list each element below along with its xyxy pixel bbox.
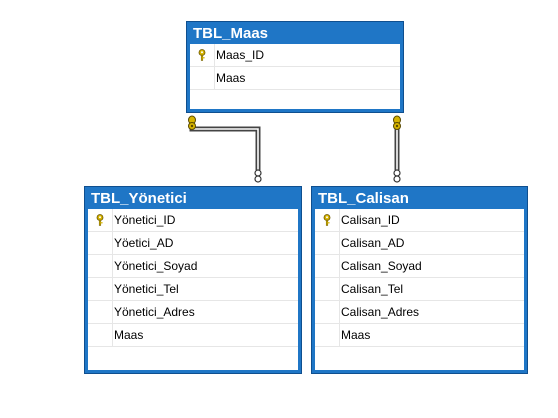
row-gutter xyxy=(88,278,113,300)
column-row[interactable]: Yönetici_Tel xyxy=(88,278,298,301)
table-title[interactable]: TBL_Calisan xyxy=(318,190,409,207)
column-row[interactable]: Calisan_AD xyxy=(315,232,524,255)
row-gutter xyxy=(88,232,113,254)
column-name: Calisan_Soyad xyxy=(341,259,422,273)
row-gutter xyxy=(315,301,340,323)
column-name: Calisan_Adres xyxy=(341,305,420,319)
column-name: Maas xyxy=(216,71,246,85)
row-gutter xyxy=(315,324,340,346)
table-columns: Calisan_ID Calisan_AD Calisan_Soyad Cali… xyxy=(315,209,524,370)
column-name: Yönetici_Adres xyxy=(114,305,195,319)
key-icon xyxy=(198,49,206,61)
column-name: Maas xyxy=(341,328,371,342)
table-columns: Yönetici_ID Yöetici_AD Yönetici_Soyad Yö… xyxy=(88,209,298,370)
column-row[interactable]: Maas xyxy=(315,324,524,347)
column-row[interactable]: Yönetici_Adres xyxy=(88,301,298,324)
column-name: Yöetici_AD xyxy=(114,236,174,250)
infinity-endpoint-icon xyxy=(393,169,401,183)
row-gutter xyxy=(88,301,113,323)
column-row[interactable]: Maas_ID xyxy=(190,44,400,67)
infinity-endpoint-icon xyxy=(254,169,262,183)
column-name: Calisan_ID xyxy=(341,213,400,227)
row-gutter xyxy=(88,324,113,346)
row-gutter xyxy=(315,232,340,254)
row-gutter xyxy=(88,255,113,277)
key-icon xyxy=(323,214,331,226)
table-tbl-yonetici[interactable]: TBL_Yönetici Yönetici_ID Yöetici_AD Yöne… xyxy=(84,186,302,374)
table-title[interactable]: TBL_Maas xyxy=(193,25,269,42)
row-gutter xyxy=(190,67,215,89)
column-name: Calisan_Tel xyxy=(341,282,404,296)
column-name: Maas xyxy=(114,328,144,342)
column-row[interactable]: Yönetici_ID xyxy=(88,209,298,232)
row-gutter xyxy=(315,209,340,231)
column-name: Yönetici_ID xyxy=(114,213,176,227)
column-name: Yönetici_Tel xyxy=(114,282,179,296)
column-row[interactable]: Calisan_Adres xyxy=(315,301,524,324)
column-row[interactable]: Calisan_Tel xyxy=(315,278,524,301)
column-row[interactable]: Calisan_Soyad xyxy=(315,255,524,278)
column-name: Maas_ID xyxy=(216,48,265,62)
column-row[interactable]: Maas xyxy=(190,67,400,90)
column-row[interactable]: Yönetici_Soyad xyxy=(88,255,298,278)
key-icon xyxy=(96,214,104,226)
column-row[interactable]: Calisan_ID xyxy=(315,209,524,232)
column-name: Calisan_AD xyxy=(341,236,405,250)
table-tbl-calisan[interactable]: TBL_Calisan Calisan_ID Calisan_AD Calisa… xyxy=(311,186,528,374)
key-endpoint-icon xyxy=(188,115,196,130)
column-name: Yönetici_Soyad xyxy=(114,259,198,273)
row-gutter xyxy=(315,255,340,277)
row-gutter xyxy=(88,209,113,231)
key-endpoint-icon xyxy=(393,115,401,130)
relationship-maas-yonetici[interactable] xyxy=(189,126,261,170)
row-gutter xyxy=(315,278,340,300)
column-row[interactable]: Yöetici_AD xyxy=(88,232,298,255)
column-row[interactable]: Maas xyxy=(88,324,298,347)
row-gutter xyxy=(190,44,215,66)
table-title[interactable]: TBL_Yönetici xyxy=(91,190,187,207)
table-columns: Maas_ID Maas xyxy=(190,44,400,109)
table-tbl-maas[interactable]: TBL_Maas Maas_ID Maas xyxy=(186,21,404,113)
